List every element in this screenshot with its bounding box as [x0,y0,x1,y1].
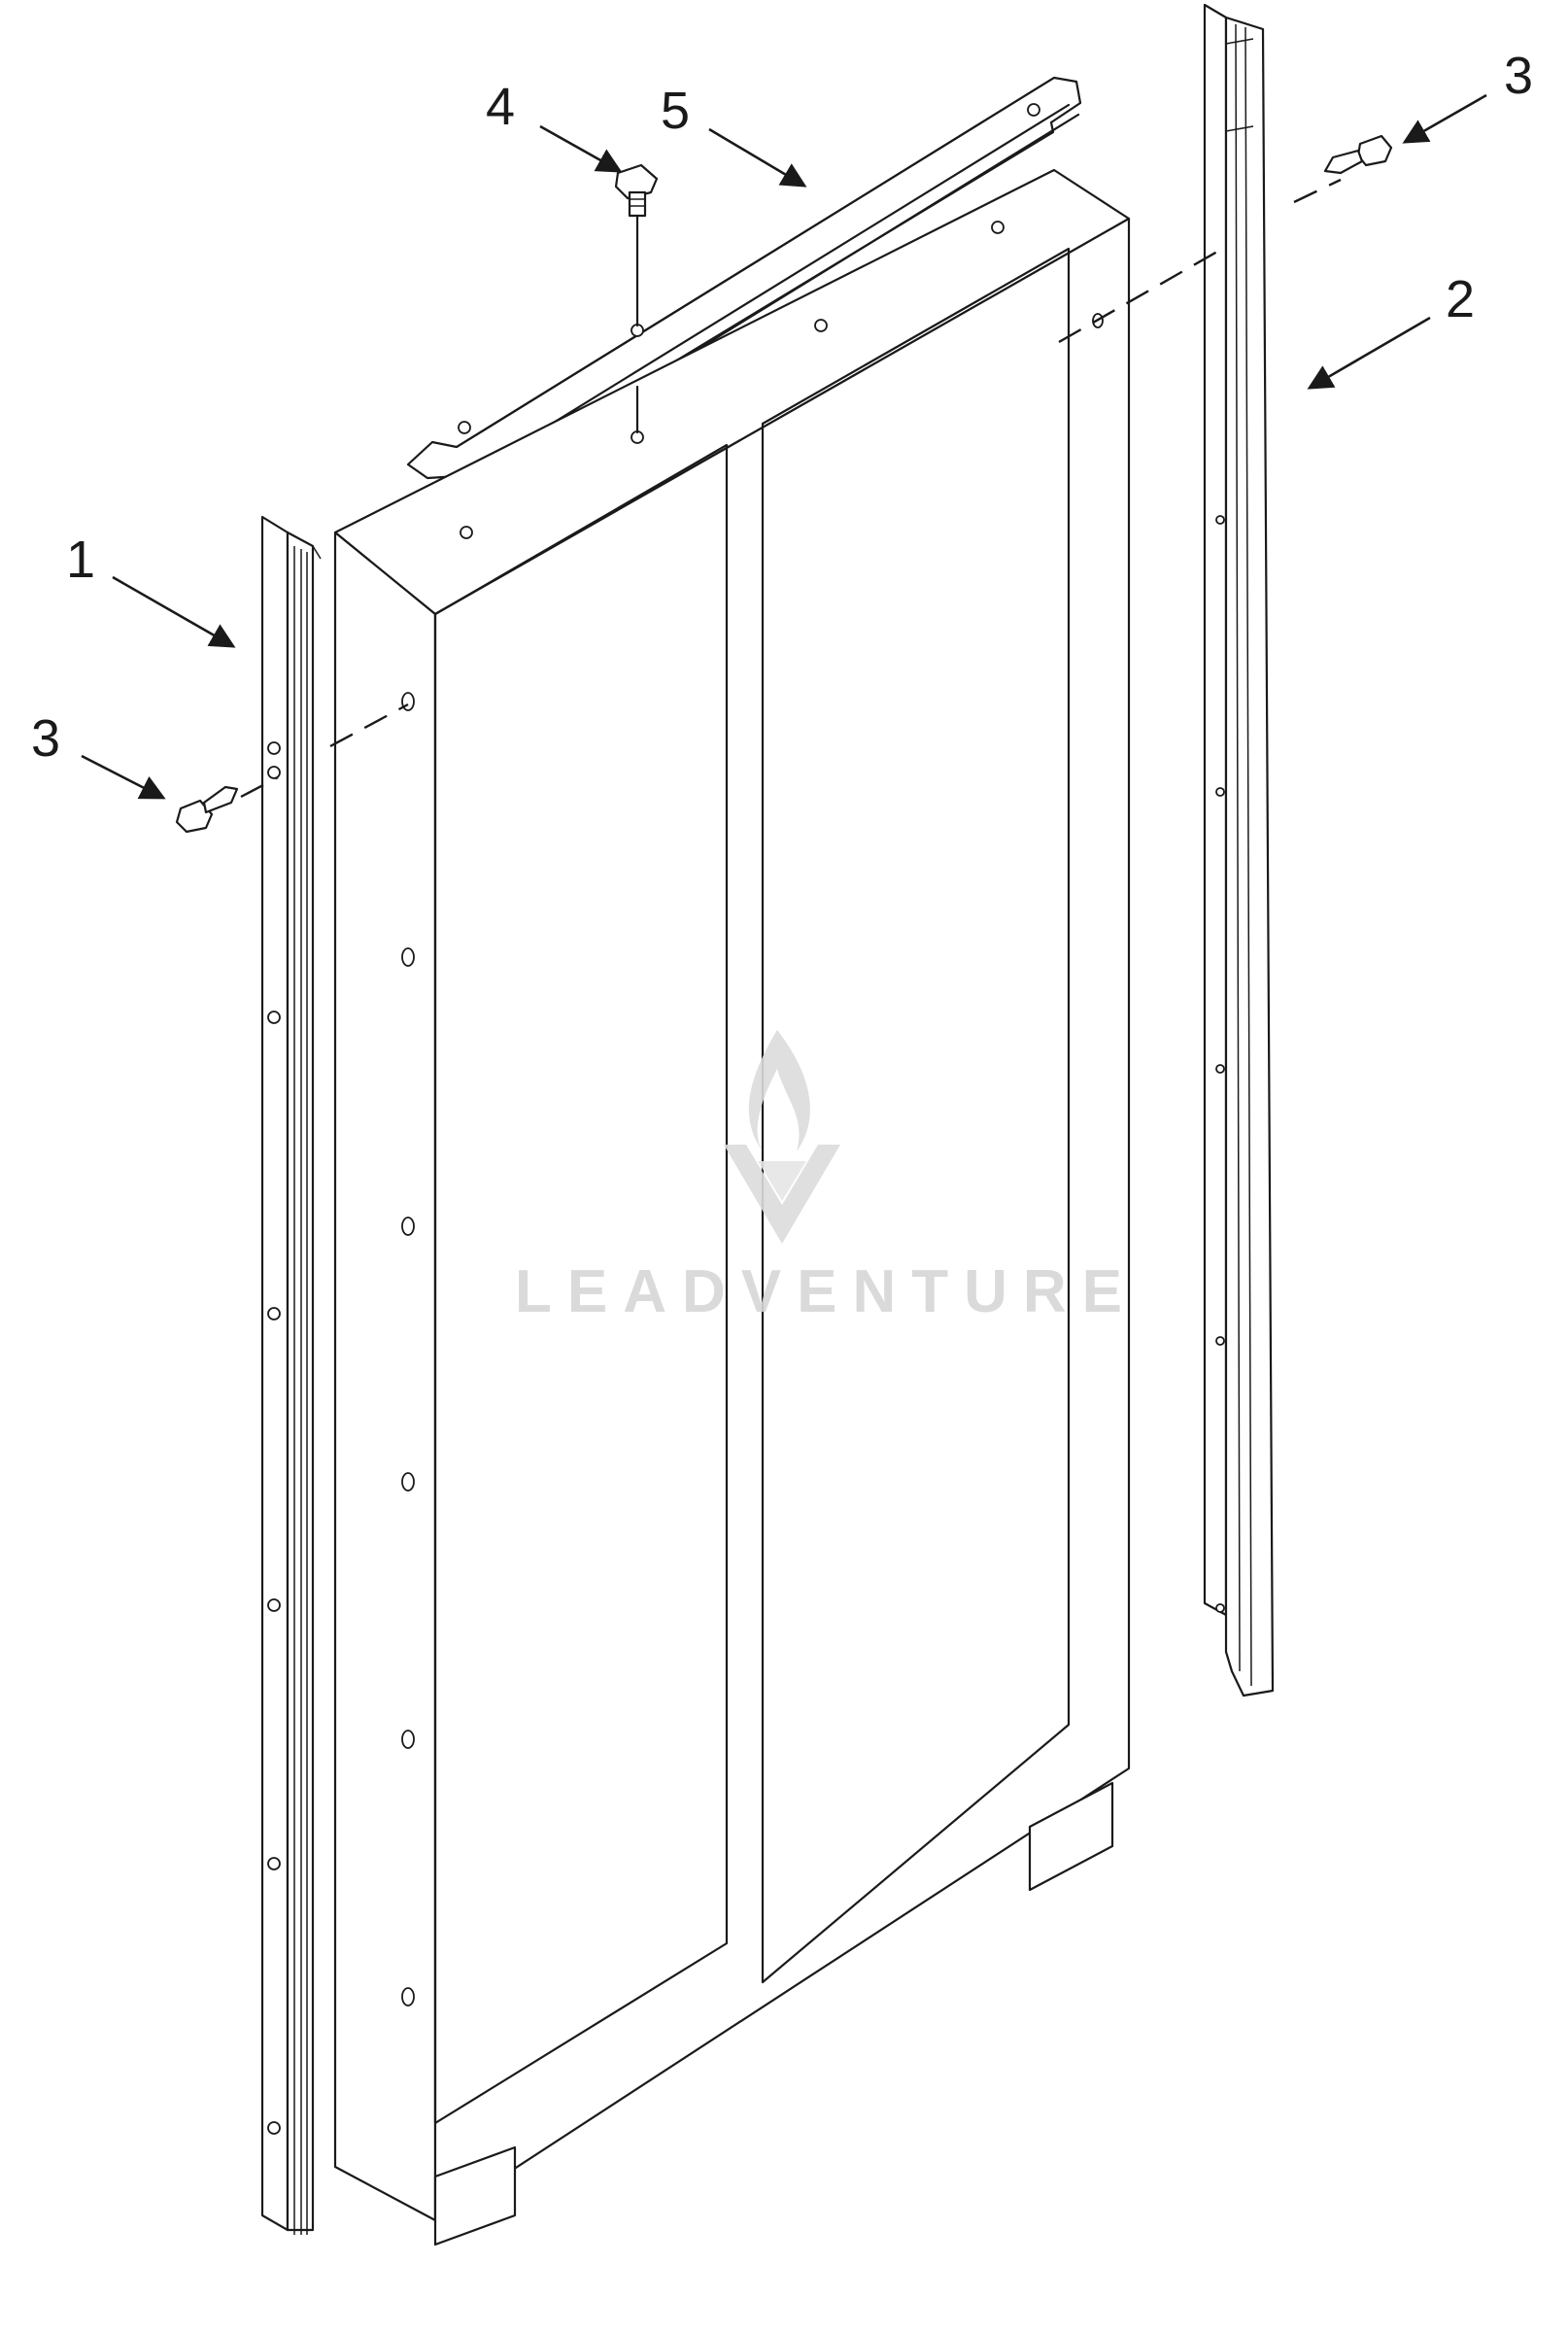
screw-part-3-right [1323,134,1393,175]
screw-part-4 [614,163,659,434]
callout-5: 5 [661,82,690,140]
flame-v-logo-icon [724,1030,840,1244]
left-side-trim-part-1 [260,515,322,2235]
watermark: LEADVENTURE [515,1030,1138,1325]
callout-4: 4 [486,78,515,136]
cabinet-body [333,168,1131,2246]
callout-3-left: 3 [31,709,60,768]
right-side-trim-part-2 [1203,3,1275,1698]
alignment-lines [240,178,1342,799]
watermark-text: LEADVENTURE [515,1258,1138,1325]
leader-arrows [81,93,1487,800]
screw-part-3-left [175,785,239,834]
callout-2: 2 [1446,270,1475,328]
callout-1: 1 [66,531,95,589]
callout-3-right: 3 [1504,47,1533,105]
